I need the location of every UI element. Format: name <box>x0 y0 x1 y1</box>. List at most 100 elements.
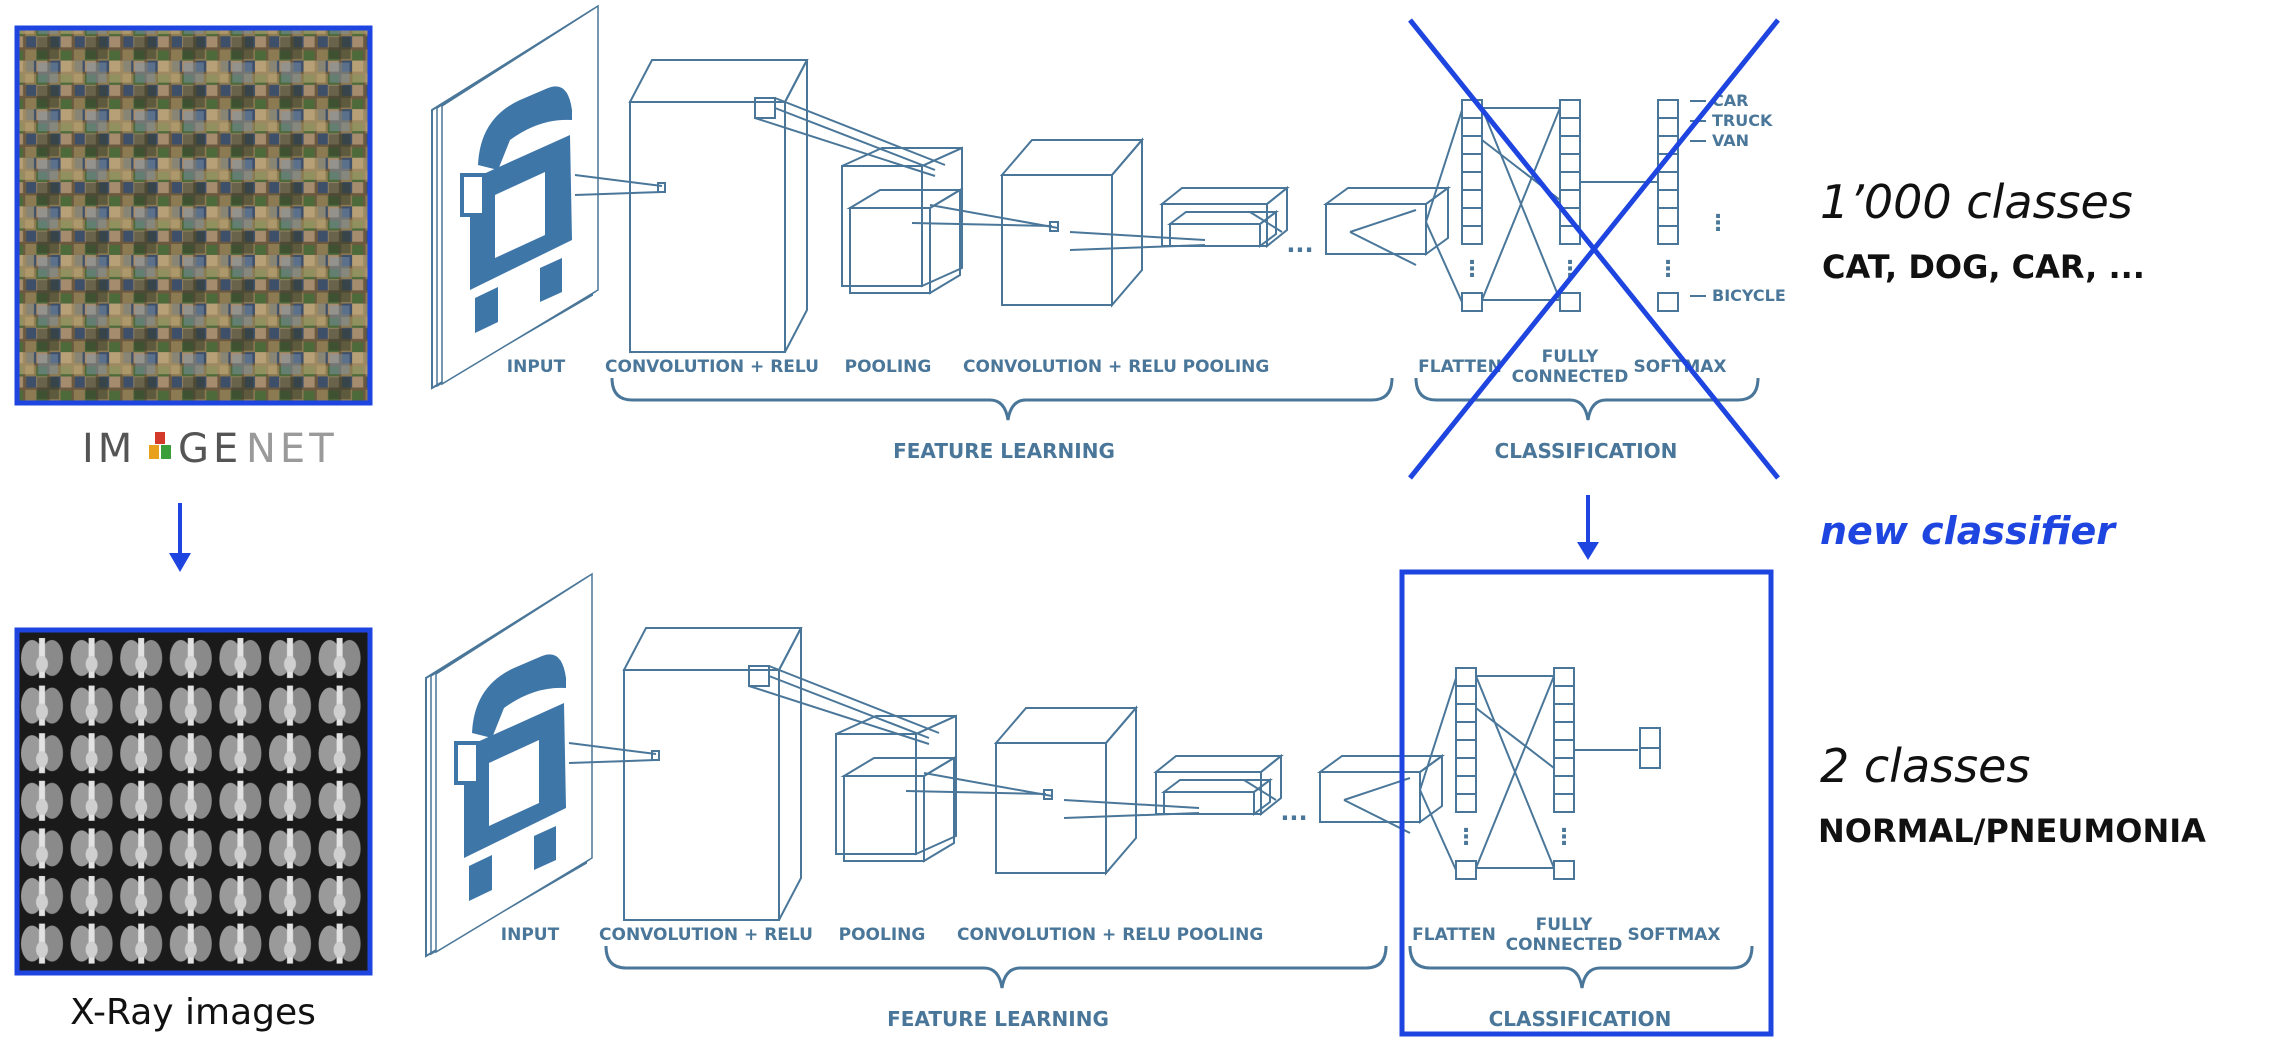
svg-text:IM: IM <box>82 426 136 472</box>
bottom-kernel-dot-1 <box>651 750 660 761</box>
top-kernel-dot-2 <box>1049 221 1059 232</box>
bottom-label-classification: CLASSIFICATION <box>1489 1007 1672 1031</box>
top-kernel-line-3 <box>774 107 936 171</box>
top-label-feature-learning: FEATURE LEARNING <box>893 439 1115 463</box>
xray-caption: X-Ray images <box>70 992 316 1033</box>
bottom-kernel-dot-2 <box>1043 789 1053 800</box>
top-flatten-column: ⋮ <box>1461 99 1483 312</box>
svg-text:⋮: ⋮ <box>1657 257 1679 282</box>
bottom-label-pool1: POOLING <box>839 925 926 945</box>
bottom-feature-learning-brace <box>604 945 1388 989</box>
bottom-last-feature-volume <box>1316 754 1446 824</box>
top-kernel-line-7 <box>929 204 1059 229</box>
svg-text:GE: GE <box>178 426 242 472</box>
bottom-fc-link-5 <box>1475 707 1555 769</box>
new-classifier-label: new classifier <box>1820 509 2117 553</box>
top-label-conv2: CONVOLUTION + RELU <box>963 357 1177 377</box>
top-label-flatten: FLATTEN <box>1418 357 1502 377</box>
top-pool1-volume-b <box>846 188 964 295</box>
imagenet-image-grid <box>14 25 373 406</box>
bottom-kernel-line-1 <box>568 742 657 755</box>
top-kernel-line-2 <box>574 191 663 196</box>
top-kernel-line-1 <box>574 174 663 187</box>
top-output-ellipsis: ⋮ <box>1707 211 1729 236</box>
bottom-pool1-volume-a <box>835 714 957 856</box>
bottom-label-fc-1: FULLY <box>1536 915 1593 935</box>
bottom-fc-link-3 <box>1475 675 1555 869</box>
top-kernel-dot-1 <box>657 182 666 193</box>
top-kernel-line-8 <box>1069 231 1206 241</box>
new-classifier-box <box>1399 569 1774 1037</box>
top-kernel-line-10 <box>1249 211 1283 233</box>
bottom-flatten-link-1 <box>1419 677 1457 791</box>
top-pool2-volume-a <box>1159 185 1290 249</box>
svg-text:⋮: ⋮ <box>1553 825 1575 850</box>
bottom-label-input: INPUT <box>501 925 560 945</box>
bottom-input-image <box>425 572 593 958</box>
top-flatten-link-1 <box>1425 109 1463 223</box>
top-class-examples: CAT, DOG, CAR, ... <box>1822 248 2145 286</box>
top-label-pool2: POOLING <box>1183 357 1270 377</box>
bottom-pool2-volume-b <box>1161 778 1273 816</box>
top-output-label-2: VAN <box>1712 131 1749 150</box>
bottom-class-examples: NORMAL/PNEUMONIA <box>1818 812 2206 850</box>
bottom-classification-brace <box>1408 945 1754 989</box>
top-label-fc-2: CONNECTED <box>1512 367 1629 387</box>
top-label-pool1: POOLING <box>845 357 932 377</box>
top-conv1-patch <box>754 97 776 119</box>
bottom-kernel-line-3 <box>768 675 930 739</box>
bottom-kernel-line-6 <box>905 790 1047 795</box>
bottom-conv1-patch <box>748 665 770 687</box>
bottom-fc-column: ⋮ <box>1553 667 1575 880</box>
bottom-class-count: 2 classes <box>1820 739 2030 793</box>
top-output-label-0: CAR <box>1712 91 1748 110</box>
top-kernel-line-12 <box>1349 209 1417 233</box>
bottom-car-icon <box>454 654 566 901</box>
bottom-label-fc-2: CONNECTED <box>1506 935 1623 955</box>
top-kernel-line-5 <box>774 97 946 166</box>
down-arrow-left <box>169 503 191 572</box>
bottom-softmax-two-class <box>1639 727 1661 769</box>
top-class-count: 1’000 classes <box>1820 175 2133 229</box>
bottom-label-softmax: SOFTMAX <box>1627 925 1720 945</box>
imagenet-logo: IM GE NET <box>82 426 338 472</box>
top-label-classification: CLASSIFICATION <box>1495 439 1678 463</box>
top-kernel-line-11 <box>1349 231 1417 266</box>
svg-text:⋮: ⋮ <box>1461 257 1483 282</box>
top-feature-learning-brace <box>610 377 1394 421</box>
bottom-kernel-line-10 <box>1243 779 1277 801</box>
top-label-input: INPUT <box>507 357 566 377</box>
top-ellipsis: ... <box>1286 230 1313 258</box>
top-softmax-column: ⋮ <box>1657 99 1679 312</box>
imagenet-logo-mark <box>149 432 171 459</box>
bottom-pool1-volume-b <box>840 756 958 863</box>
top-kernel-line-6 <box>911 222 1053 227</box>
svg-text:NET: NET <box>246 426 338 472</box>
top-label-conv1: CONVOLUTION + RELU <box>605 357 819 377</box>
bottom-label-flatten: FLATTEN <box>1412 925 1496 945</box>
bottom-label-feature-learning: FEATURE LEARNING <box>887 1007 1109 1031</box>
bottom-kernel-line-7 <box>923 772 1053 797</box>
bottom-kernel-line-5 <box>768 665 940 734</box>
svg-text:⋮: ⋮ <box>1455 825 1477 850</box>
bottom-conv1-volume <box>622 627 803 921</box>
xray-image-grid <box>14 627 373 976</box>
top-pool2-volume-b <box>1167 210 1279 248</box>
bottom-kernel-line-11 <box>1343 799 1411 834</box>
bottom-label-conv2: CONVOLUTION + RELU <box>957 925 1171 945</box>
bottom-pool2-volume-a <box>1153 753 1284 817</box>
bottom-flatten-link-2 <box>1419 789 1457 871</box>
top-input-image <box>431 4 599 390</box>
top-classification-brace <box>1414 377 1760 421</box>
bottom-conv2-volume <box>993 705 1139 876</box>
top-conv2-volume <box>999 137 1145 308</box>
crossed-out-classifier <box>1408 18 1780 480</box>
top-flatten-link-2 <box>1425 221 1463 303</box>
top-car-icon <box>460 86 572 333</box>
top-fc-link-3 <box>1481 107 1561 301</box>
top-conv1-volume <box>628 59 809 353</box>
top-label-fc-1: FULLY <box>1542 347 1599 367</box>
